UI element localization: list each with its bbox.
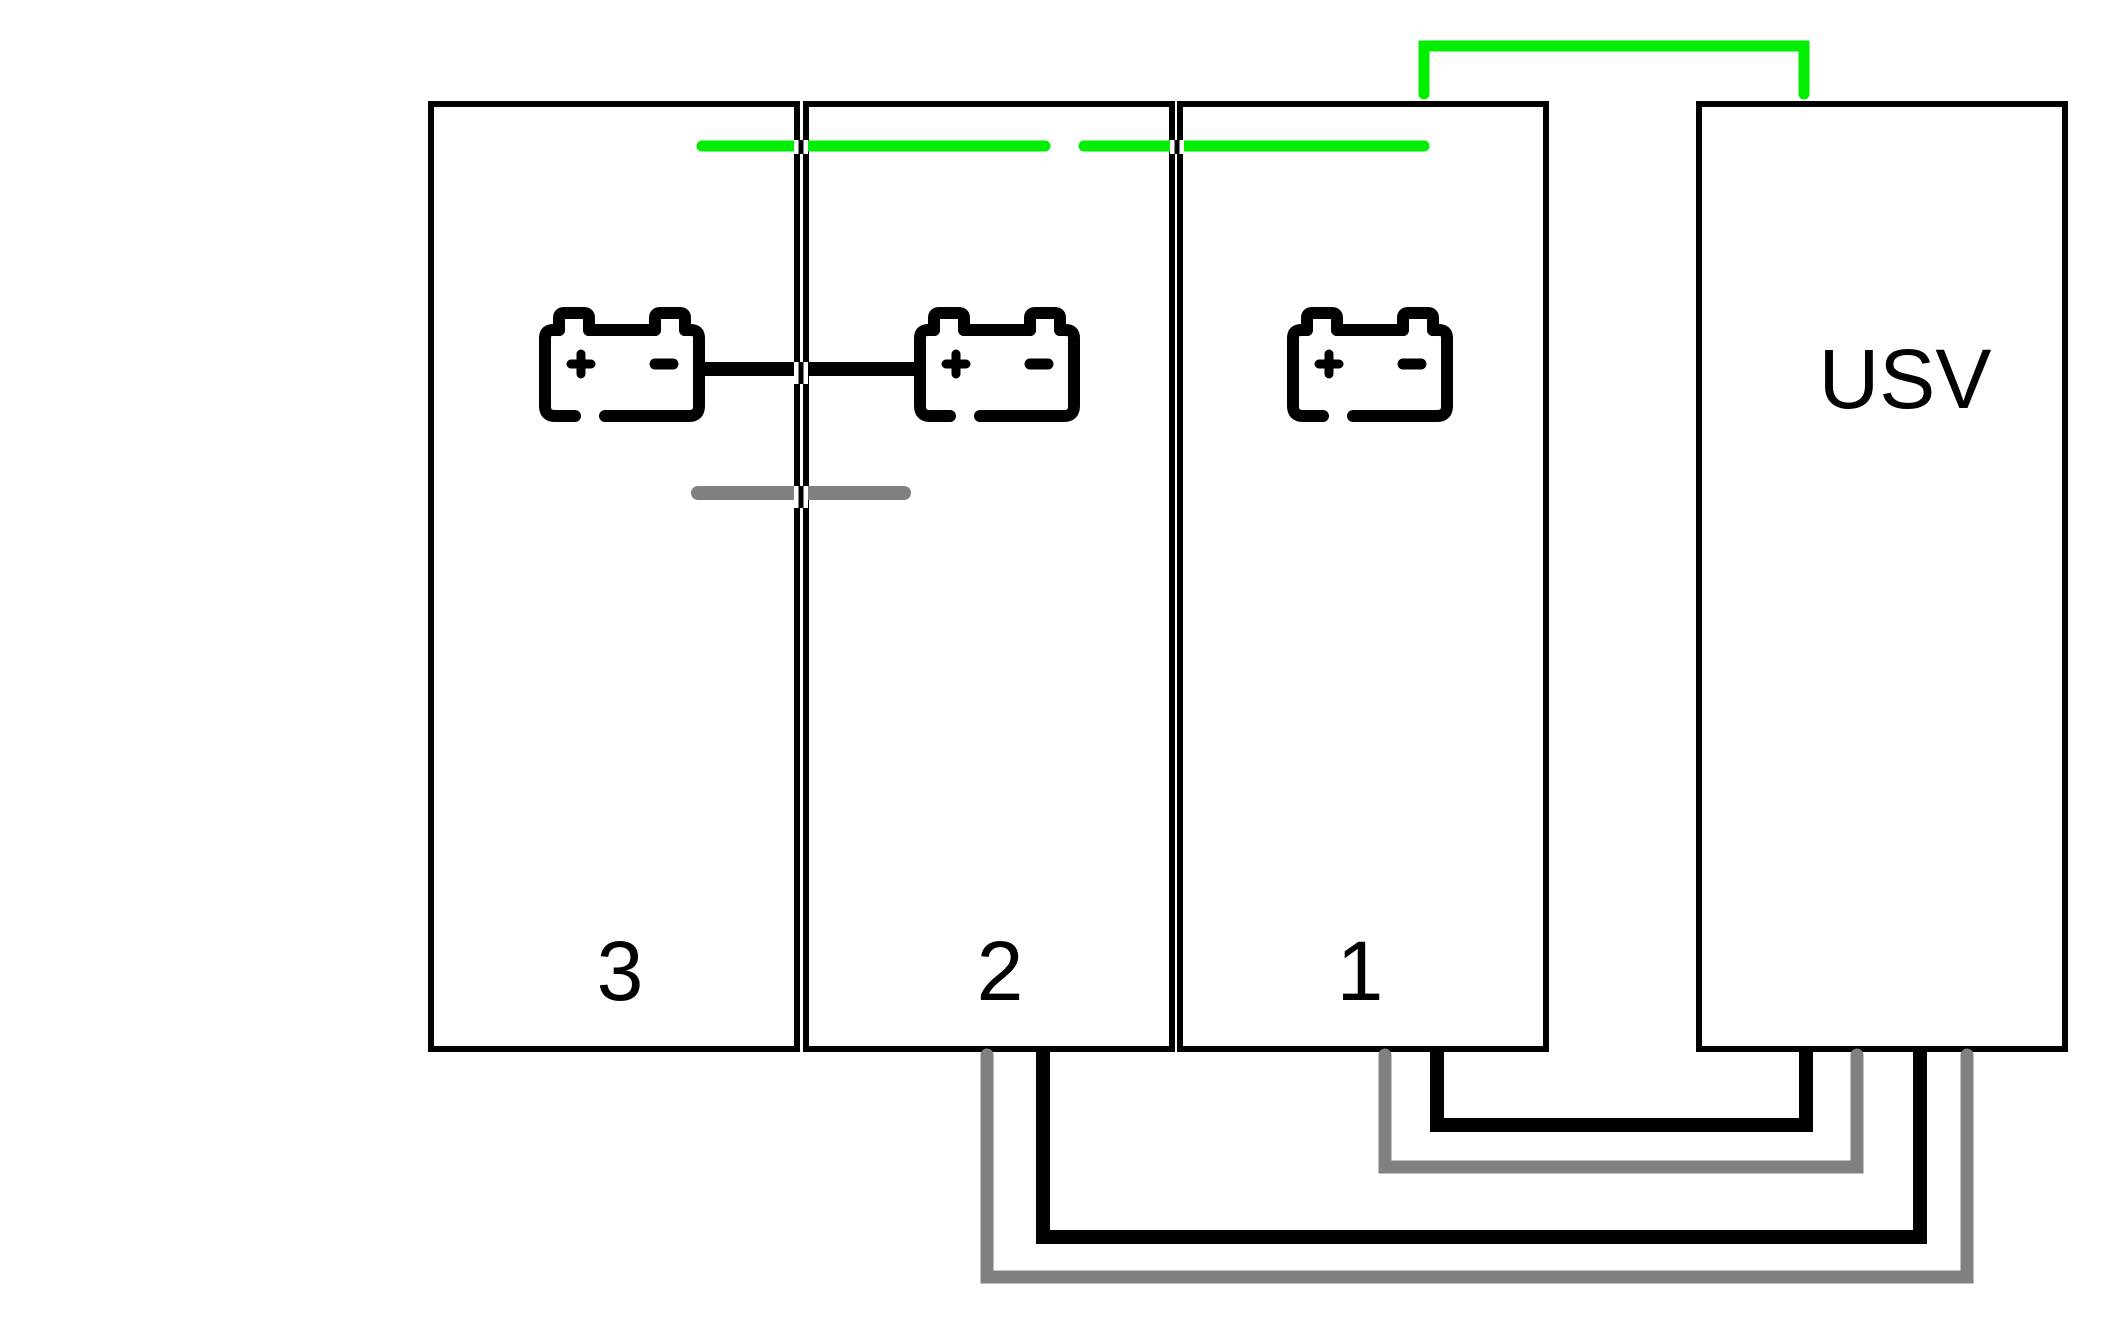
signal-wires <box>696 40 1810 152</box>
cabinet-3-outline <box>428 101 800 1052</box>
ground-wire-cab2-ups <box>980 1048 1974 1284</box>
battery-icon <box>1293 313 1447 416</box>
cabinet-2-label: 2 <box>977 924 1024 1018</box>
cabinet-1: 1 <box>1177 101 1549 1052</box>
ups-label: USV <box>1819 332 1992 426</box>
ups-unit: USV <box>1696 101 2068 1052</box>
cabinet-2: 2 <box>803 101 1175 1052</box>
cabinet-1-label: 1 <box>1337 924 1384 1018</box>
cabinet-1-outline <box>1177 101 1549 1052</box>
power-wire-cab2-ups <box>1036 1052 1927 1244</box>
cabinet-2-outline <box>803 101 1175 1052</box>
cabinet-3: 3 <box>428 101 800 1052</box>
signal-wire-cab1-ups <box>1418 40 1810 100</box>
ups-outline <box>1696 101 2068 1052</box>
battery-icon <box>545 313 699 416</box>
cabinet-3-label: 3 <box>597 924 644 1018</box>
battery-icon <box>920 313 1074 416</box>
bottom-power-wires <box>980 1048 1974 1284</box>
ground-wire-cab1-ups <box>1378 1048 1864 1174</box>
power-wire-cab1-ups <box>1430 1052 1813 1132</box>
